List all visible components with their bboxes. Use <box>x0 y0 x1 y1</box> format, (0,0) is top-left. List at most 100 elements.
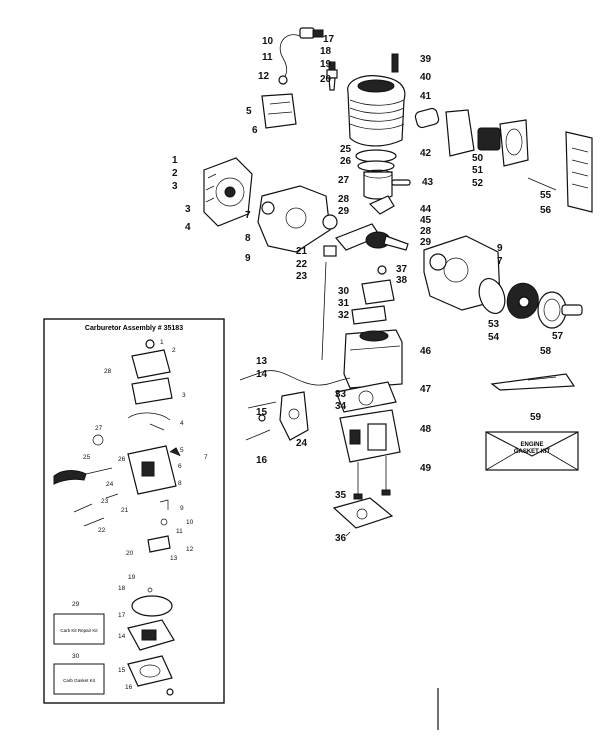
part-number-label: 28 <box>104 368 112 375</box>
part-number-label: 24 <box>296 438 308 449</box>
part-number-label: 48 <box>420 424 432 435</box>
carb-kit-label-1: Carb Kit Repair Kit <box>60 628 98 633</box>
gasket-kit-line1: ENGINE <box>520 442 543 448</box>
part-number-label: 56 <box>540 205 552 216</box>
part-number-label: 27 <box>338 175 350 186</box>
part-number-label: 20 <box>320 74 332 85</box>
part-number-label: 15 <box>118 667 126 674</box>
part-number-label: 14 <box>118 633 126 640</box>
part-number-label: 3 <box>185 204 191 215</box>
part-number-label: 25 <box>83 454 91 461</box>
part-number-label: 33 <box>335 389 347 400</box>
part-number-label: 53 <box>488 319 500 330</box>
part-number-label: 49 <box>420 463 432 474</box>
part-number-label: 35 <box>335 490 347 501</box>
part-number-label: 34 <box>335 401 347 412</box>
engine-part-numbers: 1011171819201256394041252627424350515255… <box>172 34 564 544</box>
part-number-label: 8 <box>245 233 251 244</box>
part-number-label: 26 <box>118 456 126 463</box>
part-number-label: 43 <box>422 177 434 188</box>
part-number-label: 9 <box>245 253 251 264</box>
part-number-label: 3 <box>172 181 178 192</box>
part-number-label: 3 <box>182 392 186 399</box>
carb-box-title: Carburetor Assembly # 35183 <box>85 325 183 332</box>
part-number-label: 7 <box>497 256 503 267</box>
part-number-label: 58 <box>540 346 552 357</box>
part-number-label: 7 <box>245 210 251 221</box>
part-number-label: 47 <box>420 384 432 395</box>
part-number-label: 5 <box>180 447 184 454</box>
part-number-label: 16 <box>125 684 133 691</box>
part-number-label: 17 <box>118 612 126 619</box>
gasket-kit-line2: GASKET KIT <box>514 449 551 455</box>
part-number-label: 4 <box>185 222 191 233</box>
part-number-label: 9 <box>180 505 184 512</box>
part-number-label: 45 <box>420 215 432 226</box>
part-number-label: 42 <box>420 148 432 159</box>
part-number-label: 21 <box>121 507 129 514</box>
part-number-label: 54 <box>488 332 500 343</box>
part-number-label: 11 <box>262 52 273 63</box>
part-number-label: 29 <box>338 206 350 217</box>
part-number-label: 16 <box>256 455 268 466</box>
part-number-label: 30 <box>338 286 350 297</box>
part-number-label: 7 <box>204 454 208 461</box>
part-number-label: 57 <box>552 331 564 342</box>
part-number-label: 41 <box>420 91 432 102</box>
part-number-label: 21 <box>296 246 308 257</box>
engine-parts <box>203 27 593 537</box>
part-number-label: 22 <box>296 259 308 270</box>
part-number-label: 2 <box>172 168 178 179</box>
part-number-label: 31 <box>338 298 350 309</box>
part-number-label: 23 <box>296 271 308 282</box>
part-number-label: 25 <box>340 144 352 155</box>
part-number-label: 10 <box>186 519 194 526</box>
part-number-label: 39 <box>420 54 432 65</box>
part-number-label: 30 <box>72 653 80 660</box>
part-number-label: 38 <box>396 275 408 286</box>
part-number-label: 6 <box>178 463 182 470</box>
part-number-label: 40 <box>420 72 432 83</box>
part-number-label: 46 <box>420 346 432 357</box>
gasket-kit-envelope: ENGINE GASKET KIT <box>485 431 579 471</box>
part-number-label: 14 <box>256 369 268 380</box>
part-number-label: 23 <box>101 498 109 505</box>
part-number-label: 50 <box>472 153 484 164</box>
part-number-label: 19 <box>320 59 332 70</box>
part-number-label: 59 <box>530 412 542 423</box>
part-number-label: 12 <box>258 71 270 82</box>
part-number-label: 29 <box>72 601 80 608</box>
part-number-label: 32 <box>338 310 350 321</box>
part-number-label: 27 <box>95 425 103 432</box>
part-number-label: 22 <box>98 527 106 534</box>
part-number-label: 13 <box>256 356 268 367</box>
part-number-label: 24 <box>106 481 114 488</box>
part-number-label: 28 <box>338 194 350 205</box>
part-number-label: 1 <box>172 155 178 166</box>
part-number-label: 51 <box>472 165 484 176</box>
part-number-label: 52 <box>472 178 484 189</box>
part-number-label: 2 <box>172 347 176 354</box>
part-number-label: 37 <box>396 264 408 275</box>
part-number-label: 10 <box>262 36 274 47</box>
part-number-label: 28 <box>420 226 432 237</box>
part-number-label: 9 <box>497 243 503 254</box>
part-number-label: 4 <box>180 420 184 427</box>
part-number-label: 5 <box>246 106 252 117</box>
part-number-label: 15 <box>256 407 268 418</box>
part-number-label: 55 <box>540 190 552 201</box>
part-number-label: 13 <box>170 555 178 562</box>
part-number-label: 26 <box>340 156 352 167</box>
part-number-label: 36 <box>335 533 347 544</box>
part-number-label: 29 <box>420 237 432 248</box>
carburetor-assembly-box: Carburetor Assembly # 35183 <box>43 318 225 704</box>
part-number-label: 1 <box>160 339 164 346</box>
part-number-label: 20 <box>126 550 134 557</box>
carb-kit-label-2: Carb Gasket Kit <box>63 678 96 683</box>
part-number-label: 8 <box>178 480 182 487</box>
part-number-label: 11 <box>176 528 183 535</box>
part-number-label: 18 <box>118 585 126 592</box>
part-number-label: 12 <box>186 546 194 553</box>
